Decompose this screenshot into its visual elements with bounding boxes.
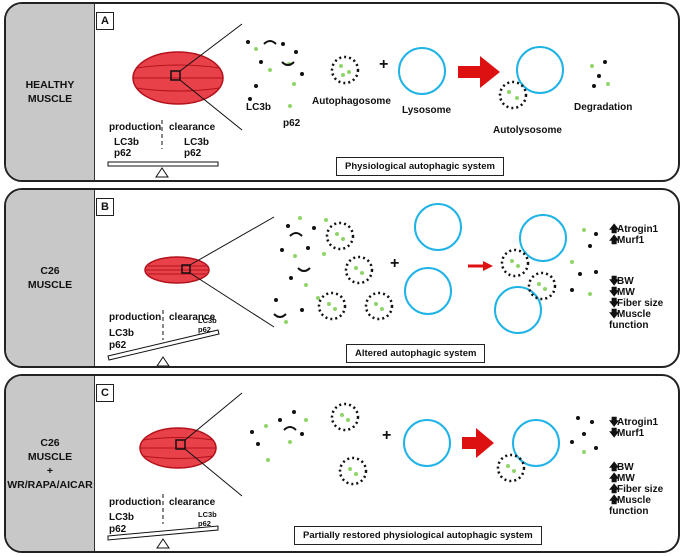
arrow-up-icon: 🡅: [609, 224, 620, 235]
effects-up-list: 🡅Atrogin1 🡅Murf1: [609, 224, 658, 246]
lc3b-p62-scatter-icon: [273, 216, 328, 324]
autophagosome-icon: [330, 402, 368, 486]
panel-c26-treated: C26 MUSCLE + WR/RAPA/AICAR C: [4, 374, 680, 553]
autophagosome-icon: [330, 55, 360, 85]
left-markers: LC3b p62: [109, 512, 134, 535]
red-arrow-icon: [458, 56, 500, 88]
effect-item: MW: [617, 473, 635, 484]
arrow-down-icon: 🡇: [609, 287, 620, 298]
arrow-down-icon: 🡇: [609, 298, 620, 309]
effect-item: BW: [617, 462, 634, 473]
effect-item: Atrogin1: [617, 417, 659, 428]
production-label: production: [109, 312, 162, 323]
autolysosome-label: Autolysosome: [493, 125, 562, 136]
condition-label: C26 MUSCLE: [6, 190, 95, 366]
effects-up-list: 🡅BW 🡅MW 🡅Fiber size 🡅Muscle function: [609, 462, 663, 517]
arrow-up-icon: 🡅: [609, 473, 620, 484]
arrow-up-icon: 🡅: [609, 235, 620, 246]
arrow-down-icon: 🡇: [609, 417, 620, 428]
effect-item: Fiber size: [617, 298, 664, 309]
lysosome-label: Lysosome: [402, 105, 452, 116]
arrow-down-icon: 🡇: [609, 276, 620, 287]
panel-letter: B: [96, 198, 114, 216]
panel-b-illustration: [107, 203, 598, 366]
clearance-label: clearance: [169, 497, 216, 508]
effects-down-list: 🡇Atrogin1 🡇Murf1: [609, 417, 658, 439]
effect-item: Murf1: [617, 235, 645, 246]
panel-c-illustration: [107, 392, 598, 549]
right-markers: LC3b p62: [198, 510, 217, 528]
plus-sign: +: [390, 255, 400, 272]
effect-item: Muscle function: [609, 309, 651, 331]
clearance-label: clearance: [169, 312, 216, 323]
panel-healthy: HEALTHY MUSCLE A: [4, 2, 680, 182]
degradation-dots-icon: [570, 228, 598, 296]
lysosome-icon: [414, 203, 462, 251]
muscle-fiber-icon: [132, 23, 243, 131]
production-label: production: [109, 122, 162, 133]
left-markers: LC3b p62: [114, 137, 139, 159]
right-markers: LC3b p62: [198, 316, 217, 334]
arrow-up-icon: 🡅: [609, 462, 620, 473]
balance-scale-icon: [107, 494, 219, 549]
arrow-down-icon: 🡇: [609, 309, 620, 320]
muscle-fiber-icon: [144, 216, 275, 328]
panel-caption: Altered autophagic system: [346, 344, 486, 363]
panel-caption: Physiological autophagic system: [336, 157, 504, 176]
red-arrow-icon: [468, 261, 493, 271]
effect-item: BW: [617, 276, 634, 287]
panel-c26: C26 MUSCLE B: [4, 188, 680, 368]
lysosome-icon: [398, 47, 446, 95]
degradation-dots-icon: [570, 416, 598, 454]
lc3b-p62-scatter-icon: [250, 410, 308, 462]
effect-item: Murf1: [617, 428, 645, 439]
condition-label: C26 MUSCLE + WR/RAPA/AICAR: [6, 376, 95, 551]
condition-label: HEALTHY MUSCLE: [6, 4, 95, 180]
lysosome-icon: [403, 419, 451, 467]
red-arrow-icon: [462, 428, 494, 458]
panel-letter: A: [96, 12, 114, 30]
autolysosome-icon: [496, 419, 560, 483]
left-markers: LC3b p62: [109, 328, 134, 351]
degradation-dots-icon: [590, 60, 610, 88]
panel-a-illustration: [107, 23, 610, 178]
autophagosome-icon: [317, 221, 394, 321]
plus-sign: +: [382, 427, 392, 444]
arrow-up-icon: 🡅: [609, 495, 620, 506]
arrow-down-icon: 🡇: [609, 428, 620, 439]
degradation-label: Degradation: [574, 102, 633, 113]
muscle-fiber-icon: [139, 392, 243, 497]
panel-caption: Partially restored physiological autopha…: [294, 526, 542, 545]
clearance-label: clearance: [169, 122, 216, 133]
lc3b-p62-scatter-icon: [246, 40, 304, 108]
effect-item: Atrogin1: [617, 224, 659, 235]
lc3b-legend: LC3b: [246, 102, 271, 113]
right-markers: LC3b p62: [184, 137, 209, 159]
balance-scale-icon: [107, 310, 220, 366]
autolysosome-icon: [494, 214, 567, 334]
arrow-up-icon: 🡅: [609, 484, 620, 495]
effect-item: MW: [617, 287, 635, 298]
autophagosome-label: Autophagosome: [312, 96, 391, 107]
plus-sign: +: [379, 56, 389, 73]
autolysosome-icon: [498, 46, 564, 110]
balance-scale-icon: [107, 120, 219, 178]
lysosome-icon: [404, 267, 452, 315]
effects-down-list: 🡇BW 🡇MW 🡇Fiber size 🡇Muscle function: [609, 276, 663, 331]
panel-letter: C: [96, 384, 114, 402]
effect-item: Muscle function: [609, 495, 651, 517]
p62-legend: p62: [283, 118, 301, 129]
effect-item: Fiber size: [617, 484, 664, 495]
production-label: production: [109, 497, 162, 508]
